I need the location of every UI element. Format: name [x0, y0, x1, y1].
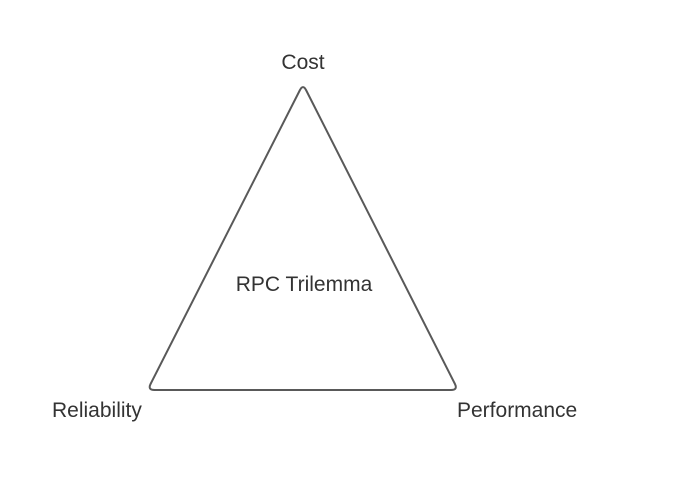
- vertex-label-performance: Performance: [457, 399, 578, 422]
- center-label-rpc-trilemma: RPC Trilemma: [235, 273, 373, 296]
- triangle-outline-path: [148, 86, 457, 391]
- vertex-label-cost: Cost: [281, 51, 325, 74]
- vertex-label-reliability: Reliability: [52, 399, 142, 422]
